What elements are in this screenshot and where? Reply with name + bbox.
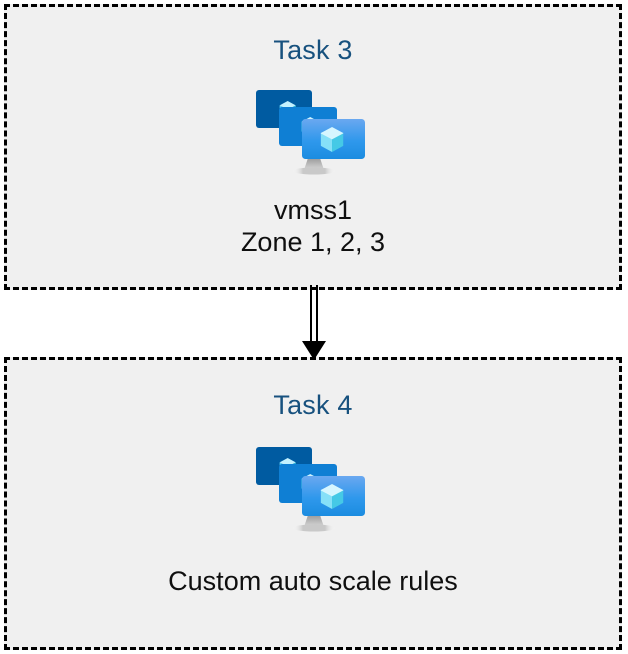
- flow-arrow-task3-to-task4: [302, 285, 326, 360]
- task-heading-task-4: Task 4: [273, 390, 353, 420]
- azure-vm-scale-set-icon: [256, 447, 365, 532]
- vmss-monitor-front: [302, 476, 365, 516]
- task-caption-task-4: Custom auto scale rules: [168, 566, 458, 596]
- vmss-monitor-stand: [292, 158, 336, 175]
- vmss-monitor-stand: [292, 515, 336, 532]
- task-box-task-4[interactable]: Task 4: [4, 357, 622, 650]
- vmss-monitor-front: [302, 119, 365, 159]
- azure-vm-scale-set-icon: [256, 90, 365, 175]
- task-caption-task-3: vmss1 Zone 1, 2, 3: [240, 195, 386, 257]
- task-box-task-3[interactable]: Task 3: [4, 4, 622, 290]
- task-heading-task-3: Task 3: [273, 35, 353, 65]
